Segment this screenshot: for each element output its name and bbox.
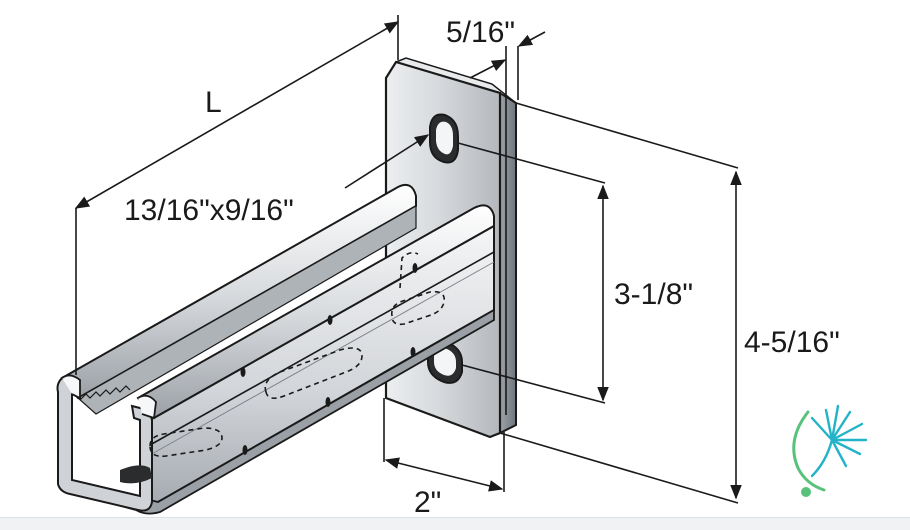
length-label: L [205,86,222,119]
bottom-strip [0,517,910,530]
channel-arm [56,183,495,515]
dimension-lines [74,15,742,504]
side-hole [325,397,331,407]
side-hole [412,263,418,273]
plate-height-label: 4-5/16" [744,326,840,359]
side-hole [327,315,333,325]
thickness-label: 5/16" [446,16,515,49]
slot-size-label: 13/16"x9/16" [124,194,294,227]
hole-spacing-label: 3-1/8" [614,278,693,311]
side-hole [240,367,246,377]
top-slot-hole [429,113,459,164]
side-hole [242,445,248,455]
plate-width-label: 2" [414,486,441,519]
hidden-slots [149,251,446,458]
side-hole [410,347,416,357]
dandelion-logo-icon [792,404,868,497]
